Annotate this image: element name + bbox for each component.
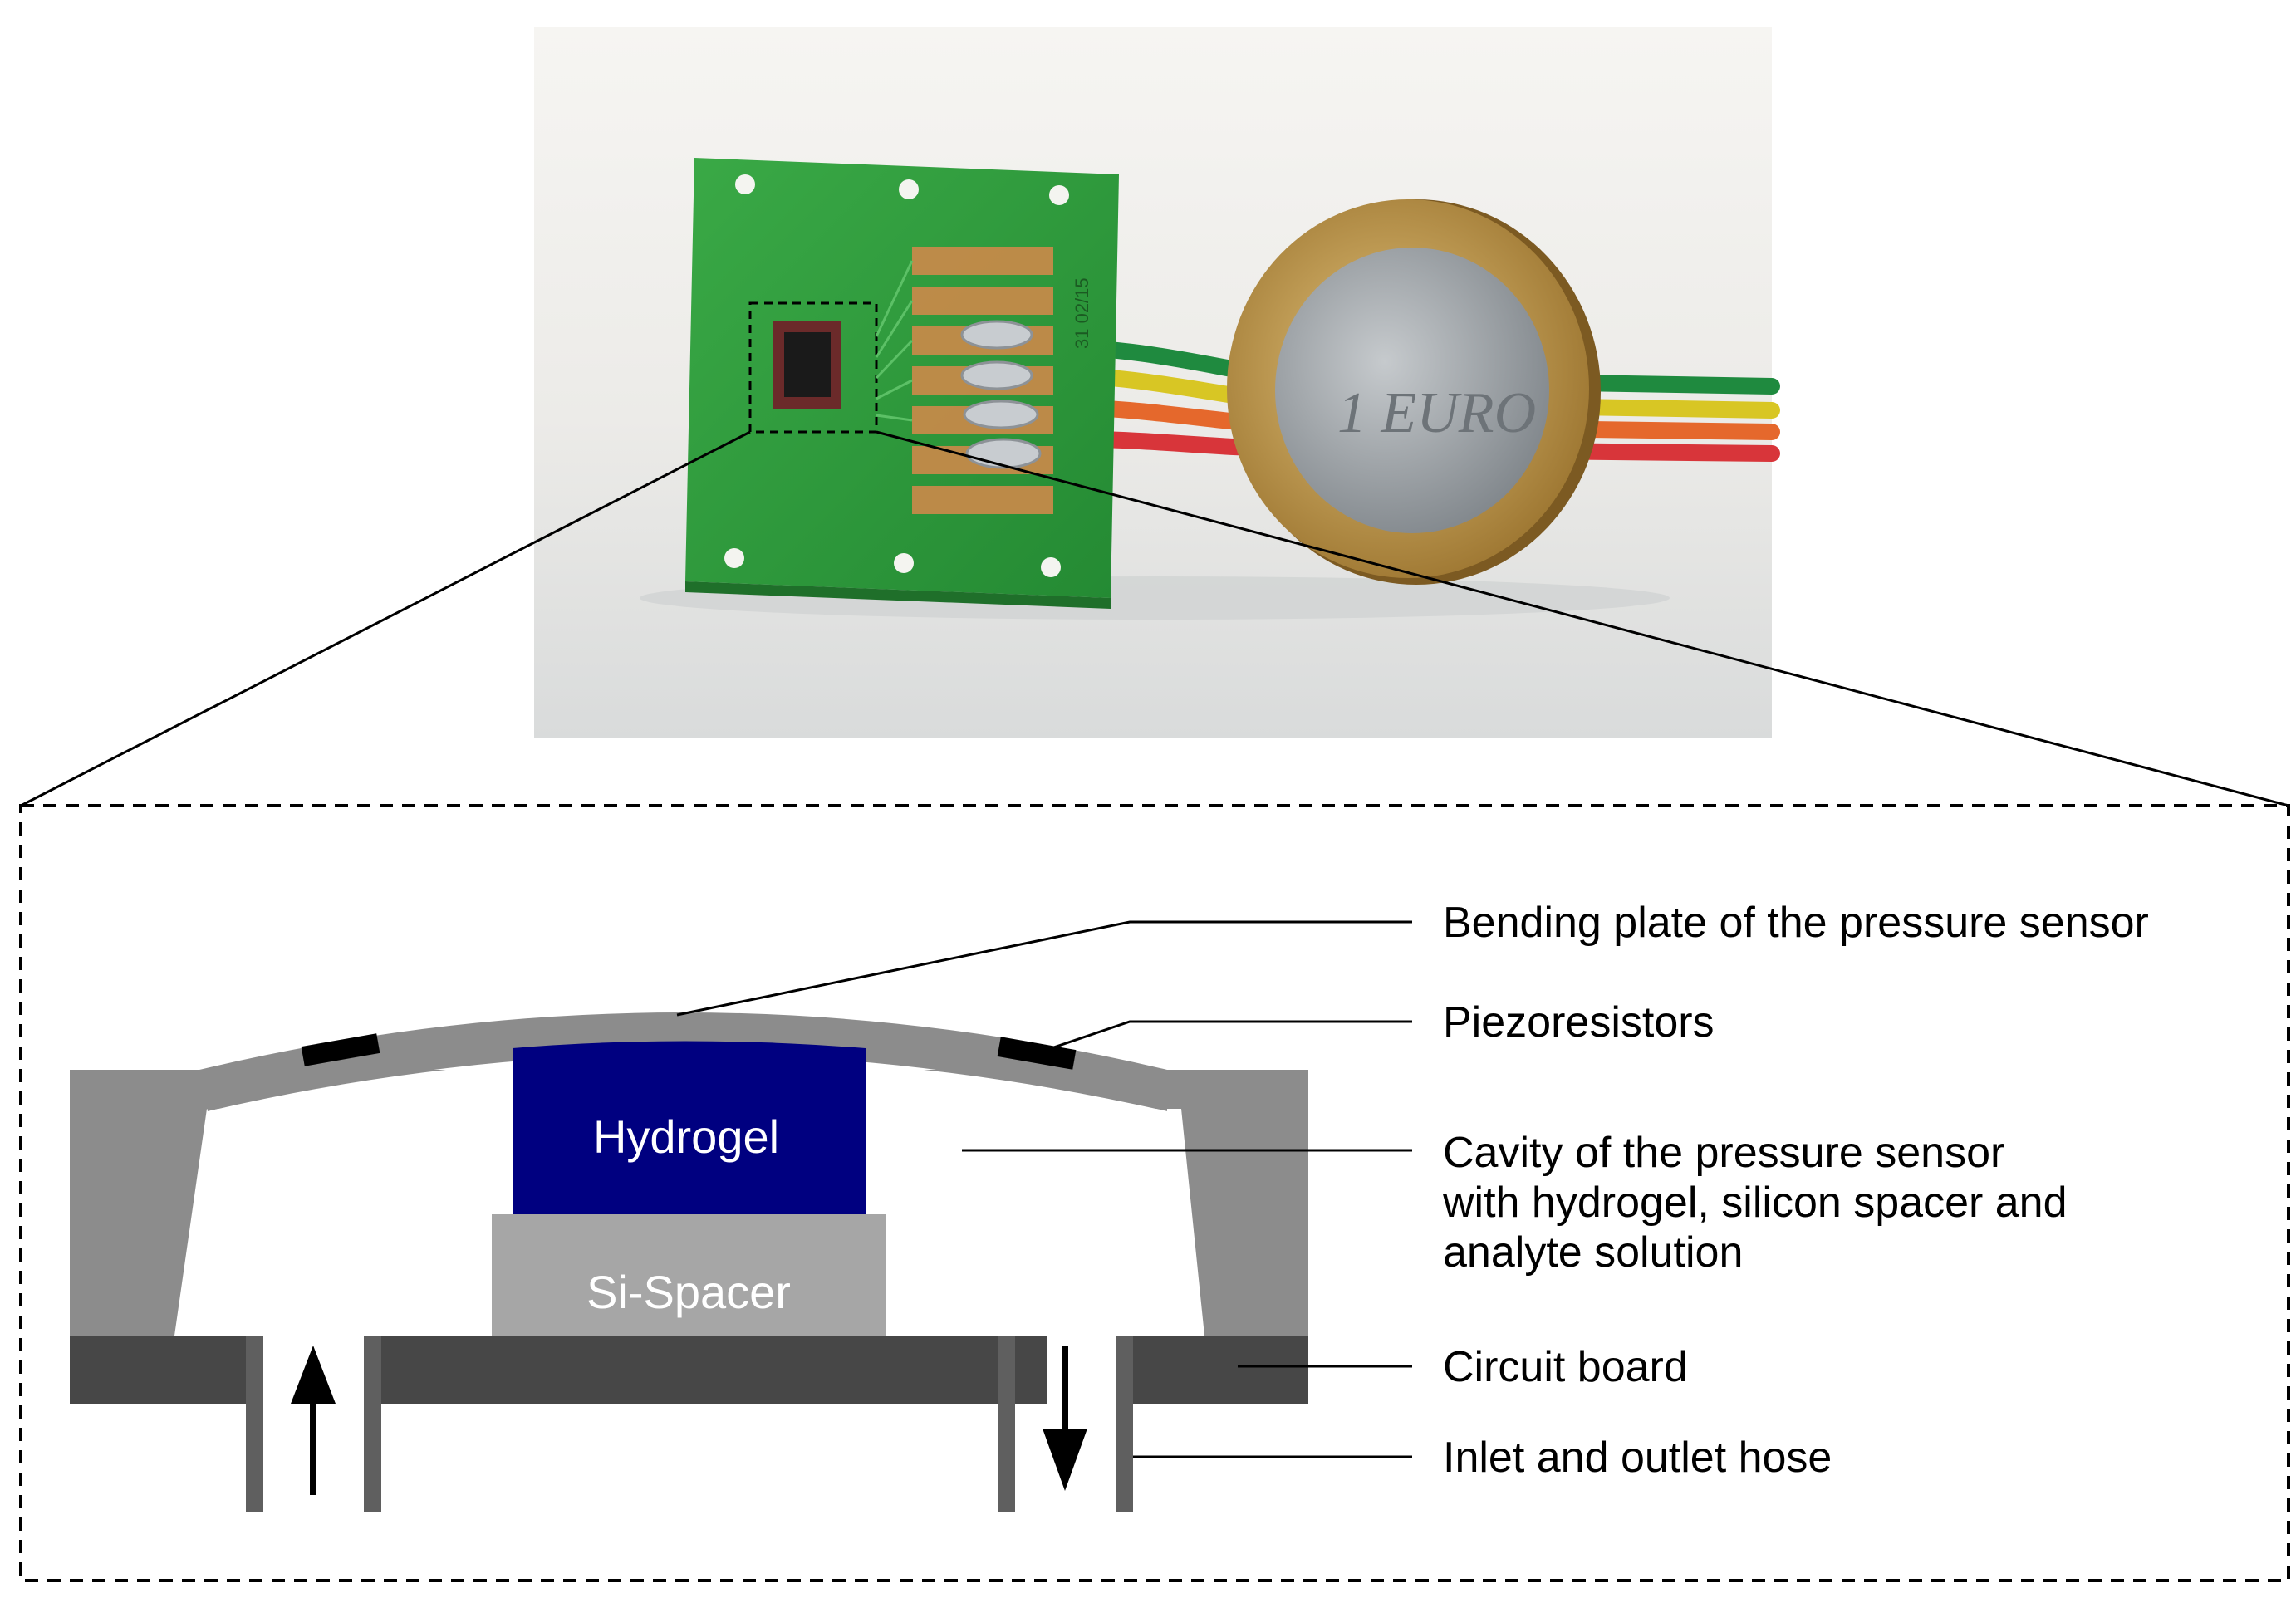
leader-lines xyxy=(676,920,1412,1458)
label-bending-plate: Bending plate of the pressure sensor xyxy=(1443,899,2149,947)
label-cavity-line2: with hydrogel, silicon spacer and xyxy=(1442,1179,2068,1227)
label-circuit-board: Circuit board xyxy=(1443,1343,1688,1391)
cross-section: Hydrogel Si-Spacer xyxy=(70,1012,1308,1512)
sensor-housing xyxy=(70,1070,1308,1336)
euro-coin: 1 EURO xyxy=(1227,199,1601,585)
piezoresistor-left xyxy=(301,1033,380,1066)
outlet-arrow-icon xyxy=(1043,1346,1087,1491)
label-cavity-line3: analyte solution xyxy=(1443,1228,1743,1277)
schematic-frame xyxy=(19,804,2290,1582)
label-cavity-line1: Cavity of the pressure sensor xyxy=(1443,1129,2004,1177)
bending-plate xyxy=(199,1012,1167,1111)
hose-walls xyxy=(246,1336,1133,1512)
coin-text: 1 EURO xyxy=(1337,381,1536,445)
inlet-arrow-icon xyxy=(291,1346,336,1495)
device-photo: 31 02/15 1 EURO xyxy=(534,27,1780,738)
si-spacer xyxy=(492,1254,886,1336)
chip-highlight-box xyxy=(748,301,878,434)
callout-labels: Bending plate of the pressure sensor Pie… xyxy=(1442,899,2149,1482)
label-piezoresistors: Piezoresistors xyxy=(1443,998,1715,1047)
pcb: 31 02/15 xyxy=(685,158,1119,609)
hydrogel-label: Hydrogel xyxy=(593,1110,779,1163)
label-hose: Inlet and outlet hose xyxy=(1443,1434,1832,1482)
board-marking: 31 02/15 xyxy=(1072,277,1092,349)
si-spacer-label: Si-Spacer xyxy=(586,1266,791,1318)
circuit-board-section xyxy=(70,1336,1308,1404)
zoom-connector-lines xyxy=(20,430,2289,807)
hydrogel-block xyxy=(513,1041,866,1214)
